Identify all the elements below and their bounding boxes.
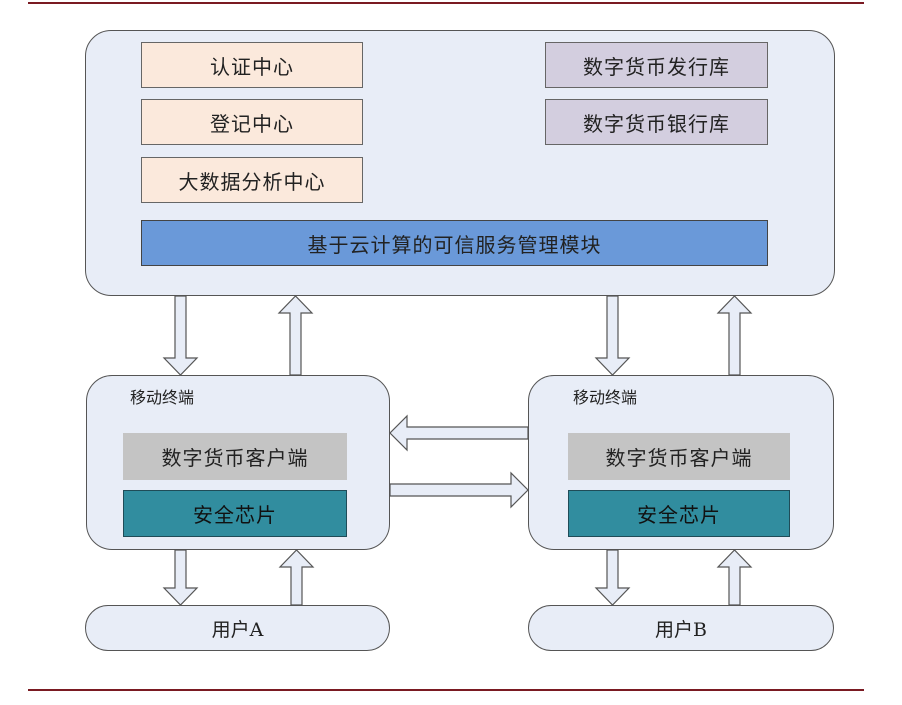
- user-b-label: 用户B: [655, 618, 707, 641]
- bottom-rule: [28, 689, 864, 691]
- top-rule: [28, 2, 864, 4]
- registration-center-block: 登记中心: [141, 99, 363, 145]
- terminal-a-title: 移动终端: [130, 388, 195, 407]
- arrow-right-terminal-a-to-b: [389, 471, 529, 509]
- auth-center-block: 认证中心: [141, 42, 363, 88]
- terminal-a-chip-block: 安全芯片: [123, 490, 347, 537]
- user-a-label: 用户A: [211, 618, 264, 641]
- user-b-pill: 用户B: [528, 605, 834, 651]
- terminal-b-title: 移动终端: [573, 388, 638, 407]
- arrow-up-terminal-b-to-cloud: [716, 295, 753, 376]
- arrow-down-cloud-to-terminal-a: [162, 295, 199, 376]
- trusted-service-management-block: 基于云计算的可信服务管理模块: [141, 220, 768, 266]
- arrow-left-terminal-b-to-a: [389, 414, 529, 452]
- arrow-up-user-a-to-terminal-a: [278, 549, 315, 606]
- arrow-up-user-b-to-terminal-b: [716, 549, 753, 606]
- arrow-down-cloud-to-terminal-b: [594, 295, 631, 376]
- terminal-b-chip-block: 安全芯片: [568, 490, 790, 537]
- terminal-b-client-block: 数字货币客户端: [568, 433, 790, 480]
- arrow-down-terminal-a-to-user-a: [162, 549, 199, 606]
- currency-bank-vault-block: 数字货币银行库: [545, 99, 768, 145]
- currency-issuance-vault-block: 数字货币发行库: [545, 42, 768, 88]
- terminal-a-client-block: 数字货币客户端: [123, 433, 347, 480]
- arrow-up-terminal-a-to-cloud: [277, 295, 314, 376]
- user-a-pill: 用户A: [85, 605, 390, 651]
- big-data-center-block: 大数据分析中心: [141, 157, 363, 203]
- arrow-down-terminal-b-to-user-b: [594, 549, 631, 606]
